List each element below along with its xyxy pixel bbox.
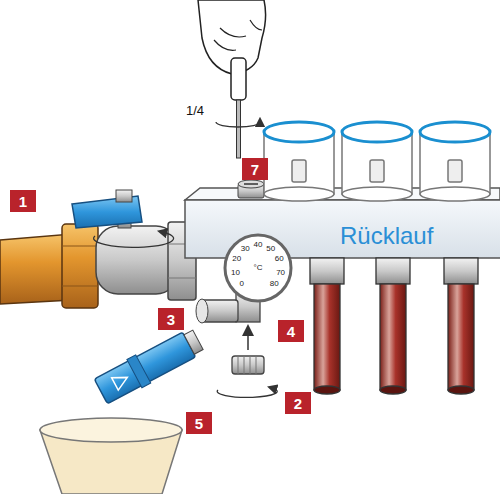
callout-number: 4 (278, 320, 304, 342)
gauge-scale: 70 (276, 269, 285, 277)
gauge-unit: °C (254, 264, 263, 272)
gauge-scale: 40 (254, 241, 263, 249)
callout-number: 3 (158, 308, 184, 330)
gauge-scale: 20 (232, 255, 241, 263)
callout-number: 5 (186, 412, 212, 434)
gauge-scale: 50 (266, 245, 275, 253)
callout-number: 2 (285, 392, 311, 414)
callout-number: 1 (10, 190, 36, 212)
gauge-scale: 0 (239, 280, 243, 288)
manifold-name: Rücklauf (340, 224, 433, 248)
gauge-scale: 60 (275, 255, 284, 263)
callout-number: 7 (242, 158, 268, 180)
gauge-scale: 80 (270, 280, 279, 288)
gauge-scale: 10 (231, 269, 240, 277)
rotation-fraction: 1/4 (186, 104, 204, 117)
gauge-scale: 30 (241, 245, 250, 253)
